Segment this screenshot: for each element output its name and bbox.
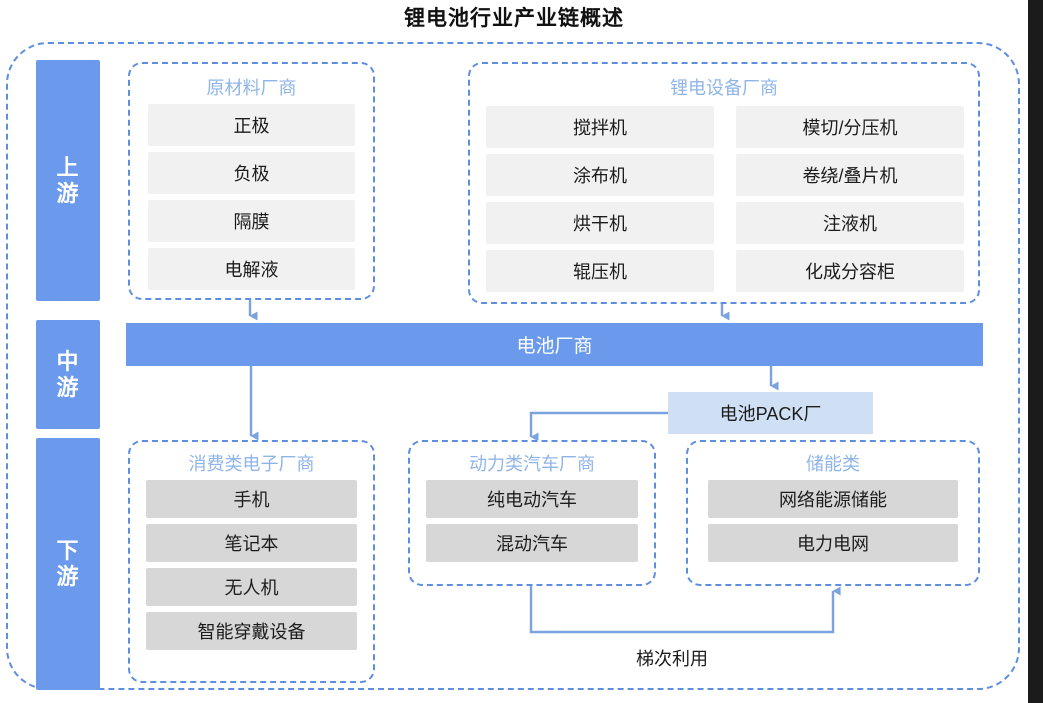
page-title: 锂电池行业产业链概述 [404,7,624,30]
group-equipment: 锂电设备厂商 搅拌机 涂布机 烘干机 辊压机 模切/分压机 卷绕/叠片机 注液机… [468,62,980,304]
item-equipment[interactable]: 辊压机 [486,250,714,292]
item-automotive[interactable]: 纯电动汽车 [426,480,638,518]
item-raw-material[interactable]: 正极 [148,104,355,146]
right-edge-band [1028,0,1043,703]
stage-label-downstream-char2: 游 [56,564,80,589]
group-title-automotive: 动力类汽车厂商 [469,454,595,474]
item-consumer-electronics[interactable]: 手机 [146,480,357,518]
cascade-use-label: 梯次利用 [636,649,708,669]
group-title-equipment: 锂电设备厂商 [670,78,778,98]
battery-pack-plant-box[interactable]: 电池PACK厂 [668,392,873,434]
item-energy-storage[interactable]: 电力电网 [708,524,958,562]
group-consumer-electronics: 消费类电子厂商 手机 笔记本 无人机 智能穿戴设备 [128,440,375,683]
item-automotive[interactable]: 混动汽车 [426,524,638,562]
battery-makers-bar[interactable]: 电池厂商 [126,323,983,366]
item-energy-storage[interactable]: 网络能源储能 [708,480,958,518]
group-energy-storage: 储能类 网络能源储能 电力电网 [686,440,980,586]
outer-dashed-frame [6,42,1020,690]
group-raw-materials: 原材料厂商 正极 负极 隔膜 电解液 [128,62,375,300]
item-equipment[interactable]: 化成分容柜 [736,250,964,292]
item-equipment[interactable]: 卷绕/叠片机 [736,154,964,196]
item-consumer-electronics[interactable]: 笔记本 [146,524,357,562]
item-equipment[interactable]: 涂布机 [486,154,714,196]
item-raw-material[interactable]: 负极 [148,152,355,194]
stage-label-midstream-char2: 游 [56,374,80,400]
stage-label-upstream-char2: 游 [56,180,80,206]
item-equipment[interactable]: 注液机 [736,202,964,244]
stage-label-upstream-char1: 上 [56,154,80,180]
stage-label-midstream-char1: 中 [56,348,80,374]
item-consumer-electronics[interactable]: 无人机 [146,568,357,606]
item-consumer-electronics[interactable]: 智能穿戴设备 [146,612,357,650]
item-raw-material[interactable]: 电解液 [148,248,355,290]
item-equipment[interactable]: 模切/分压机 [736,106,964,148]
stage-label-downstream-char1: 下 [56,538,80,564]
item-equipment[interactable]: 搅拌机 [486,106,714,148]
item-equipment[interactable]: 烘干机 [486,202,714,244]
group-title-consumer-electronics: 消费类电子厂商 [188,454,315,474]
group-title-raw-materials: 原材料厂商 [206,78,297,98]
group-title-energy-storage: 储能类 [806,454,860,474]
stage-bar-upstream: 上 游 [36,60,100,301]
item-raw-material[interactable]: 隔膜 [148,200,355,242]
group-automotive: 动力类汽车厂商 纯电动汽车 混动汽车 [408,440,656,586]
stage-bar-downstream: 下 游 [36,438,100,690]
stage-bar-midstream: 中 游 [36,320,100,429]
